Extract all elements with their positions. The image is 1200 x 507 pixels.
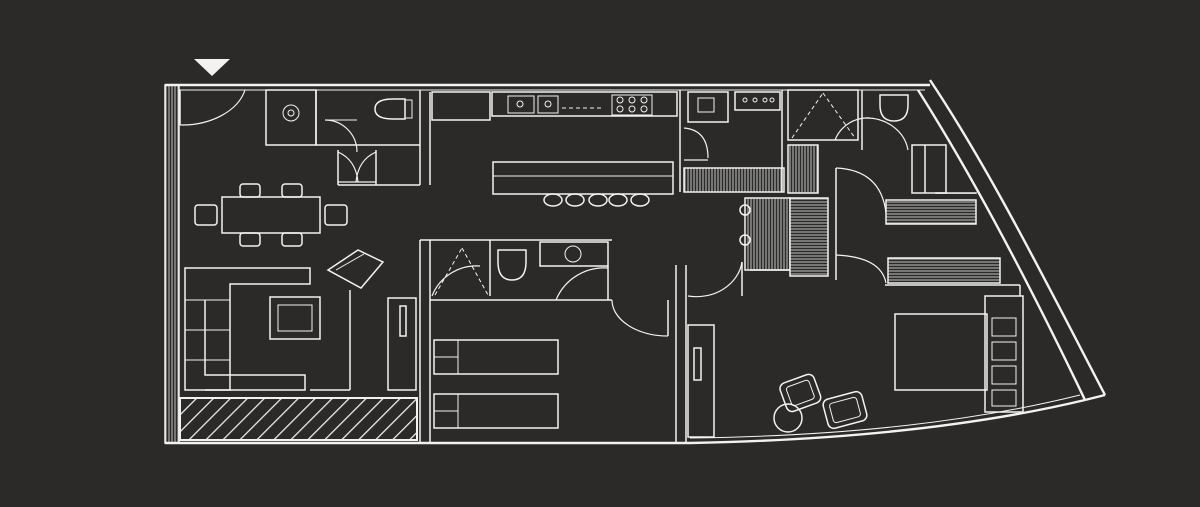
wardrobe-wall (675, 261, 743, 443)
entrance-arrow-icon (194, 59, 230, 76)
exterior-walls (164, 79, 1107, 445)
master-bedroom (773, 284, 1024, 433)
bedroom-2 (433, 299, 669, 429)
master-bath (787, 89, 977, 194)
dining-table (194, 183, 348, 247)
entry-door (179, 89, 246, 126)
kitchen (429, 91, 678, 207)
guest-wc (265, 89, 421, 186)
corridor (739, 167, 1001, 284)
living-room (184, 249, 417, 391)
utility-room (679, 90, 785, 193)
terrace (179, 397, 418, 441)
bathroom-2 (419, 239, 612, 443)
